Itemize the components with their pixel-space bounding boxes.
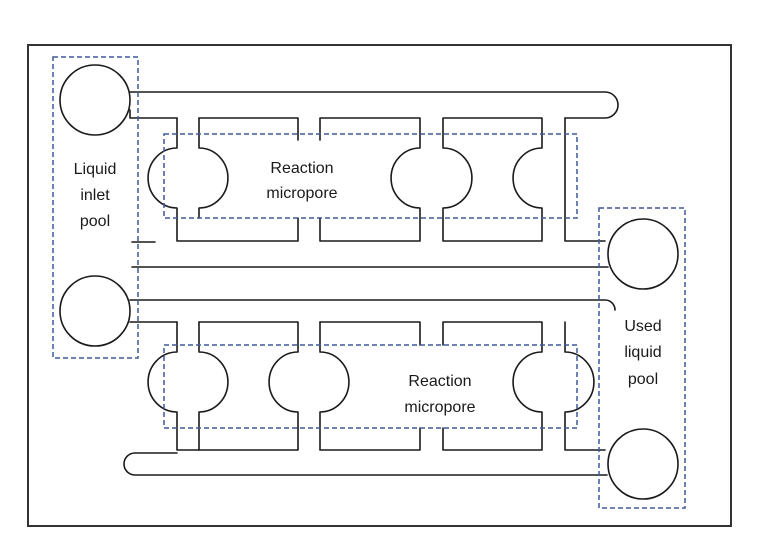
bottom-return-channel: [123, 452, 608, 476]
used-pool-label-line3: pool: [628, 371, 658, 388]
inlet-pool-top: [59, 64, 131, 136]
top-well-2: [319, 117, 421, 242]
reaction-top-label-line1: Reaction: [270, 160, 333, 177]
inlet-pool-bottom: [59, 275, 131, 347]
bottom-well-1-top: [198, 321, 299, 429]
chip-frame: [27, 44, 732, 527]
bottom-supply-channel: [129, 299, 616, 311]
top-reaction-wells: [147, 117, 606, 242]
reaction-top-label-line2: micropore: [266, 185, 337, 202]
top-supply-channel: [129, 91, 619, 119]
inlet-pool-label-line3: pool: [80, 213, 110, 230]
used-pool-region: [598, 207, 686, 509]
reaction-bottom-label-line1: Reaction: [408, 373, 471, 390]
bottom-well-4: [564, 321, 606, 451]
inlet-pool-label-line2: inlet: [80, 187, 110, 204]
reaction-bottom-label-line2: micropore: [404, 399, 475, 416]
bottom-well-2: [319, 321, 421, 451]
top-well-1-inner: [198, 117, 229, 219]
top-well-1: [147, 117, 299, 242]
bottom-well-1: [147, 321, 299, 451]
bottom-reaction-region: [163, 344, 578, 429]
inlet-pool-label-line1: Liquid: [74, 161, 117, 178]
top-well-3: [442, 117, 543, 242]
top-well-4: [564, 117, 606, 242]
inlet-pool-region: [52, 56, 139, 359]
used-pool-label-line2: liquid: [624, 344, 661, 361]
used-pool-top: [607, 218, 679, 290]
bottom-well-3: [442, 321, 543, 451]
bottom-well-1-inner: [198, 321, 229, 451]
top-well-1-top: [198, 117, 299, 141]
used-pool-bottom: [607, 428, 679, 500]
bottom-well-2-top: [319, 321, 421, 346]
used-pool-label-line1: Used: [624, 318, 661, 335]
top-reaction-region: [163, 133, 578, 219]
bottom-reaction-wells: [147, 321, 606, 451]
inlet-top-connector: [129, 109, 178, 119]
